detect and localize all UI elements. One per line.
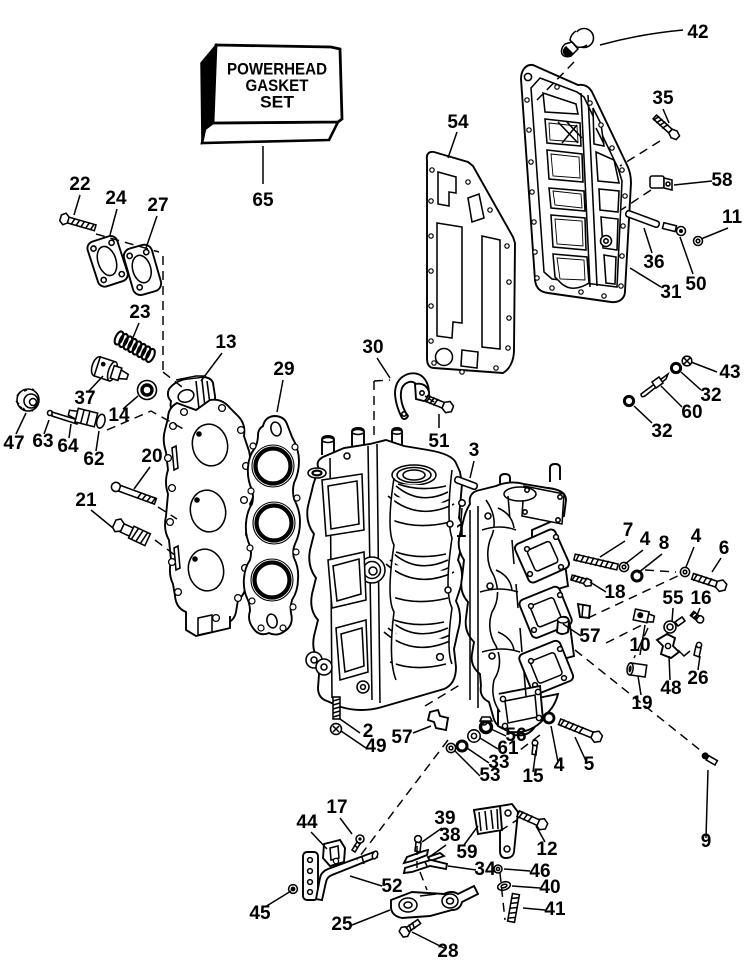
svg-text:28: 28	[437, 941, 458, 962]
svg-text:46: 46	[529, 861, 550, 882]
svg-text:54: 54	[447, 112, 469, 133]
svg-text:44: 44	[296, 812, 318, 833]
svg-text:25: 25	[331, 914, 353, 935]
svg-text:55: 55	[662, 588, 684, 609]
svg-text:62: 62	[83, 449, 104, 470]
svg-text:53: 53	[479, 765, 500, 786]
svg-text:14: 14	[108, 405, 130, 426]
svg-text:30: 30	[362, 337, 383, 358]
svg-text:56: 56	[505, 725, 526, 746]
svg-text:58: 58	[711, 170, 732, 191]
svg-text:1: 1	[456, 521, 467, 542]
svg-text:31: 31	[660, 282, 682, 303]
svg-text:32: 32	[651, 421, 672, 442]
svg-text:37: 37	[74, 388, 95, 409]
svg-text:27: 27	[147, 195, 168, 216]
svg-text:59: 59	[456, 842, 477, 863]
svg-text:36: 36	[643, 252, 664, 273]
svg-text:61: 61	[497, 738, 519, 759]
svg-text:57: 57	[579, 626, 600, 647]
svg-text:47: 47	[3, 433, 24, 454]
svg-text:16: 16	[690, 588, 711, 609]
svg-text:18: 18	[604, 582, 625, 603]
svg-text:20: 20	[141, 446, 162, 467]
svg-text:52: 52	[381, 876, 402, 897]
svg-text:51: 51	[428, 431, 450, 452]
svg-text:42: 42	[687, 22, 708, 43]
svg-text:43: 43	[719, 362, 740, 383]
svg-text:21: 21	[75, 490, 97, 511]
svg-text:64: 64	[57, 436, 79, 457]
svg-text:4: 4	[640, 529, 651, 550]
svg-text:48: 48	[660, 678, 681, 699]
svg-text:23: 23	[129, 302, 150, 323]
svg-text:22: 22	[69, 174, 90, 195]
svg-text:57: 57	[391, 727, 412, 748]
svg-text:26: 26	[687, 668, 708, 689]
svg-text:32: 32	[700, 385, 721, 406]
svg-text:9: 9	[701, 831, 712, 852]
svg-text:SET: SET	[260, 93, 295, 112]
svg-text:38: 38	[439, 825, 460, 846]
svg-text:19: 19	[631, 693, 652, 714]
svg-text:60: 60	[681, 402, 702, 423]
svg-text:13: 13	[215, 332, 236, 353]
svg-text:7: 7	[623, 520, 634, 541]
svg-text:29: 29	[273, 359, 294, 380]
svg-text:34: 34	[474, 859, 496, 880]
svg-text:12: 12	[536, 839, 557, 860]
svg-text:8: 8	[659, 533, 670, 554]
svg-text:2: 2	[363, 721, 374, 742]
svg-text:24: 24	[105, 188, 127, 209]
svg-text:50: 50	[685, 274, 706, 295]
svg-text:40: 40	[539, 877, 560, 898]
svg-text:45: 45	[249, 903, 271, 924]
svg-text:17: 17	[326, 797, 347, 818]
svg-text:65: 65	[252, 190, 274, 211]
svg-text:5: 5	[584, 754, 595, 775]
svg-text:35: 35	[652, 88, 674, 109]
svg-text:15: 15	[522, 766, 544, 787]
svg-text:4: 4	[554, 755, 565, 776]
svg-text:63: 63	[32, 431, 53, 452]
svg-text:41: 41	[544, 899, 566, 920]
svg-text:33: 33	[488, 752, 509, 773]
svg-text:49: 49	[365, 736, 386, 757]
svg-text:GASKET: GASKET	[246, 76, 310, 95]
svg-text:4: 4	[691, 526, 702, 547]
svg-text:6: 6	[719, 538, 730, 559]
svg-text:POWERHEAD: POWERHEAD	[227, 60, 327, 79]
svg-text:11: 11	[722, 207, 743, 228]
svg-text:3: 3	[469, 440, 480, 461]
svg-text:39: 39	[434, 808, 455, 829]
